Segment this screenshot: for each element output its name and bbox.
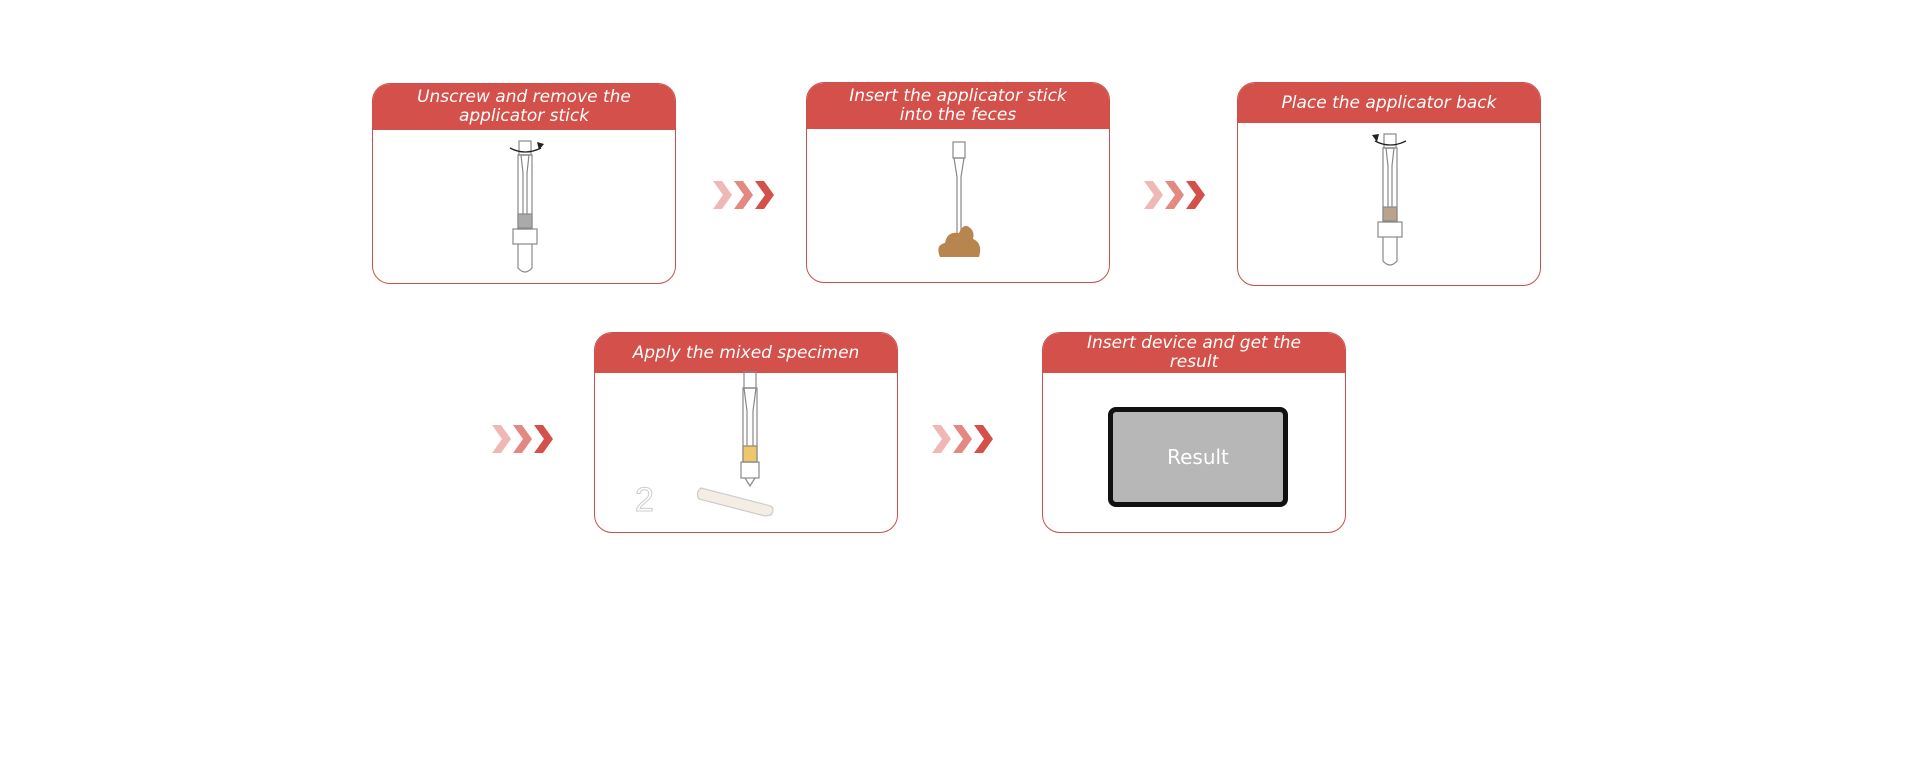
feces-icon — [938, 225, 981, 257]
step-card-unscrew: Unscrew and remove the applicator stick — [372, 83, 676, 284]
tube-unscrew-illustration — [509, 140, 544, 273]
step-title: Insert device and get the result — [1043, 333, 1345, 373]
svg-text:2: 2 — [635, 481, 654, 519]
step-title: Apply the mixed specimen — [595, 333, 897, 373]
tube-screw-back-illustration — [1372, 133, 1407, 266]
step-card-insert-stick: Insert the applicator stick into the fec… — [806, 82, 1110, 283]
step-title: Place the applicator back — [1238, 83, 1540, 123]
step-card-apply-specimen: Apply the mixed specimen 2 — [594, 332, 898, 533]
next-arrows — [713, 181, 774, 209]
next-arrows — [932, 425, 993, 453]
result-device-screen: Result — [1108, 407, 1288, 507]
step-card-place-back: Place the applicator back — [1237, 82, 1541, 286]
step-title: Insert the applicator stick into the fec… — [807, 83, 1109, 129]
apply-specimen-illustration: 2 — [635, 371, 774, 520]
step-title: Unscrew and remove the applicator stick — [373, 84, 675, 130]
next-arrows — [492, 425, 553, 453]
next-arrows — [1144, 181, 1205, 209]
stick-feces-illustration — [938, 141, 981, 257]
